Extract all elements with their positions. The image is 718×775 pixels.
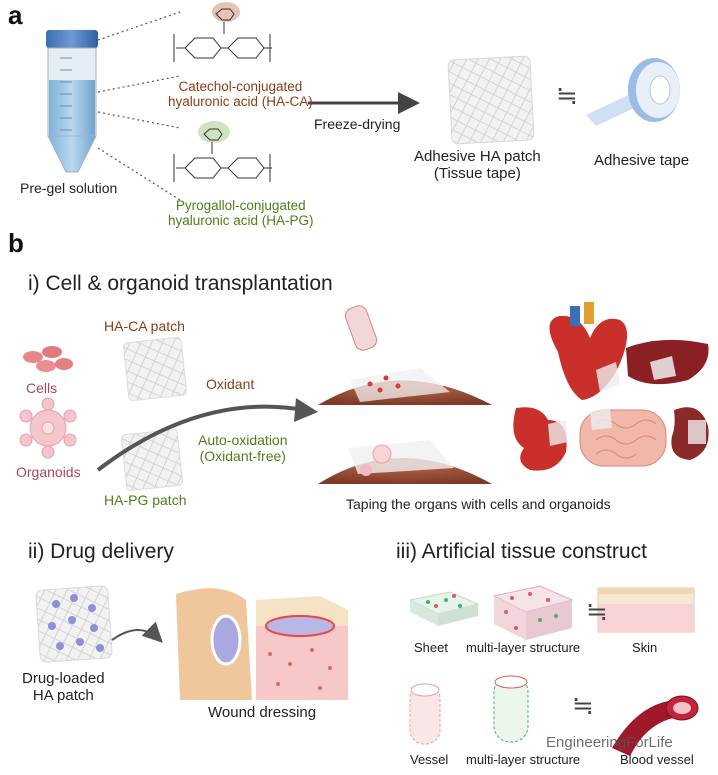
ha-ca-patch-icon <box>123 337 187 401</box>
ha-pg-patch-label: HA-PG patch <box>104 492 187 508</box>
adhesive-tape-label: Adhesive tape <box>594 152 690 169</box>
sheet-label: Sheet <box>414 640 448 655</box>
skin-label: Skin <box>632 640 658 655</box>
panel-b-label: b <box>8 228 24 258</box>
heart-icon <box>549 302 628 400</box>
falcon-tube-icon <box>46 30 98 173</box>
kidney-icon <box>671 407 709 460</box>
wound-dressing-label: Wound dressing <box>208 704 317 721</box>
vessel-icon <box>409 683 441 745</box>
skin-block-icon <box>597 587 695 633</box>
equivalence-symbol: ≒ <box>556 80 578 110</box>
pre-gel-label: Pre-gel solution <box>20 180 118 196</box>
ha-ca-label: Catechol-conjugated hyaluronic acid (HA-… <box>168 79 313 109</box>
ha-pg-label: Pyrogallol-conjugated hyaluronic acid (H… <box>168 198 314 228</box>
equivalence-symbol-vessel: ≒ <box>572 690 594 720</box>
watermark: EngineeringForLife <box>546 734 673 751</box>
cells-label: Cells <box>26 380 58 396</box>
stomach-icon <box>513 407 568 471</box>
intestine-icon <box>579 408 667 467</box>
vessel-label: Vessel <box>410 752 449 767</box>
liver-icon <box>626 339 709 385</box>
curved-arrow-icon <box>96 404 305 472</box>
adhesive-patch-label: Adhesive HA patch (Tissue tape) <box>414 148 541 182</box>
auto-oxidation-label: Auto-oxidation (Oxidant-free) <box>198 432 288 464</box>
equivalence-symbol-skin: ≒ <box>586 596 608 626</box>
section-cell-organoid-title: i) Cell & organoid transplantation <box>28 272 333 295</box>
taping-organs-label: Taping the organs with cells and organoi… <box>346 496 611 512</box>
ha-ca-patch-label: HA-CA patch <box>104 318 185 334</box>
ha-ca-molecule-icon <box>173 2 272 62</box>
ha-pg-patch-icon <box>121 429 183 491</box>
tape-roll-icon <box>586 58 680 126</box>
panel-a-label: a <box>8 0 23 30</box>
ha-pg-molecule-icon <box>173 121 272 182</box>
drug-arrow-icon <box>111 621 163 643</box>
drug-patch-label: Drug-loaded HA patch <box>22 670 105 704</box>
organoid-icon <box>19 397 77 459</box>
freeze-drying-arrow-icon <box>308 92 420 114</box>
freeze-drying-label: Freeze-drying <box>314 116 401 132</box>
multi-layer-sheet-icon <box>492 585 574 640</box>
blood-vessel-icon <box>612 695 699 756</box>
section-artificial-tissue-title: iii) Artificial tissue construct <box>396 540 647 563</box>
dotted-connector <box>97 11 181 201</box>
arm-icon <box>176 588 252 700</box>
section-drug-delivery-title: ii) Drug delivery <box>28 540 174 563</box>
skin-layers-icon <box>256 596 348 700</box>
sheet-icon <box>408 591 480 626</box>
multi-layer-vessel-icon <box>493 675 529 743</box>
multi-layer-sheet-label: multi-layer structure <box>466 640 581 655</box>
tissue-mound-icon <box>318 305 492 484</box>
adhesive-patch-icon <box>447 55 535 145</box>
drug-patch-icon <box>35 585 113 663</box>
blood-vessel-label: Blood vessel <box>620 752 694 767</box>
organoids-label: Organoids <box>16 464 81 480</box>
oxidant-label: Oxidant <box>206 376 255 392</box>
cells-icon <box>23 346 73 372</box>
multi-layer-vessel-label: multi-layer structure <box>466 752 581 767</box>
